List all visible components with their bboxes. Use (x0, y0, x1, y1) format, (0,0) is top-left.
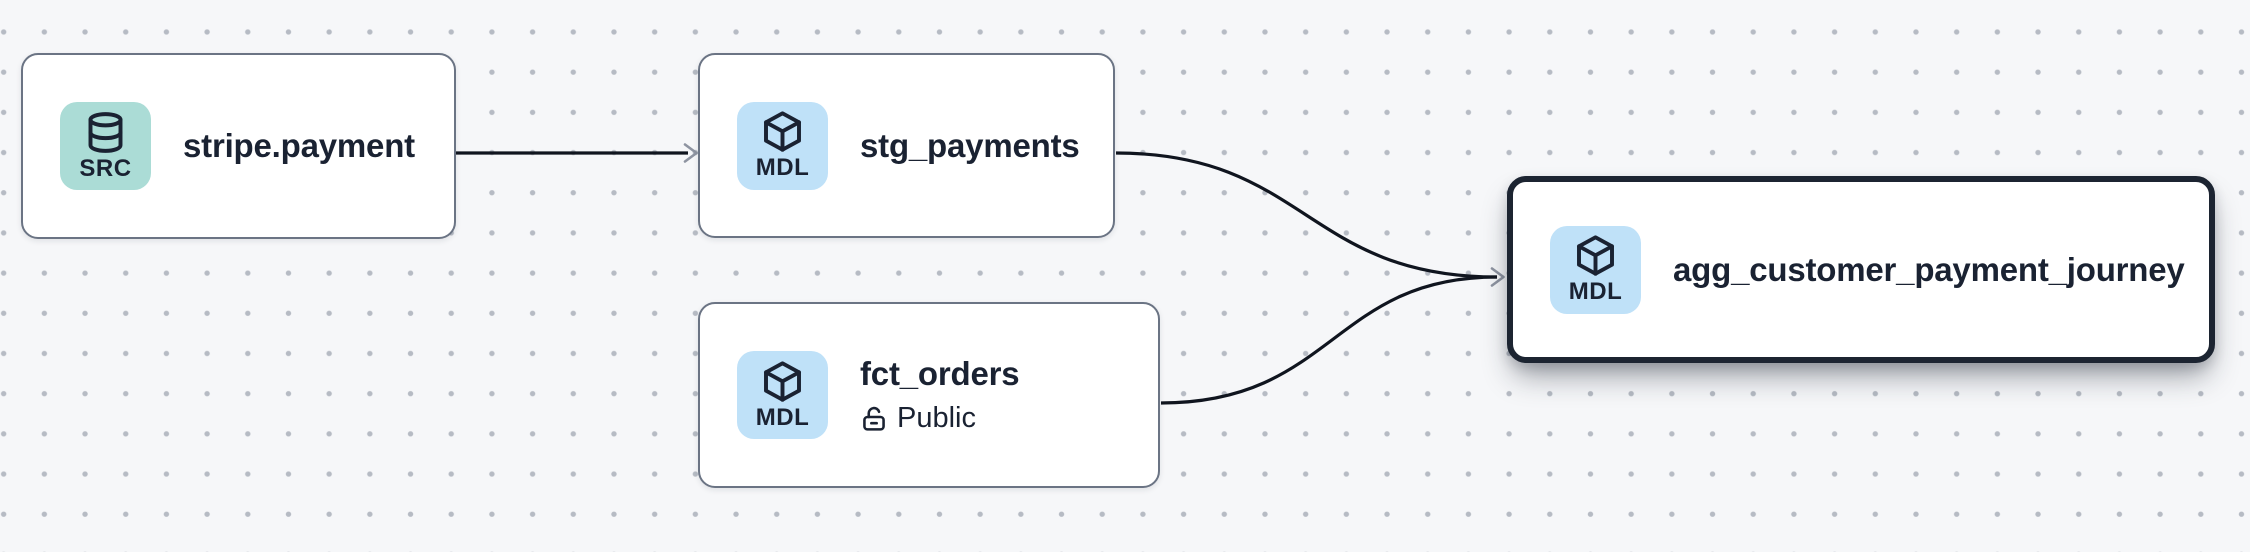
model-type-badge: MDL (737, 101, 828, 190)
edge-fct-orders-to-agg[interactable] (1160, 275, 1498, 405)
node-stripe-payment[interactable]: SRC stripe.payment (21, 53, 456, 239)
node-title: stripe.payment (183, 127, 415, 164)
arrowhead-icon (683, 143, 698, 163)
cube-icon (764, 361, 801, 402)
node-stg-payments[interactable]: MDL stg_payments (698, 53, 1115, 238)
edge-stg-payments-to-agg[interactable] (1115, 151, 1498, 279)
source-type-badge: SRC (60, 102, 151, 190)
cube-icon (1577, 235, 1614, 276)
model-type-badge: MDL (1550, 225, 1641, 314)
model-type-badge: MDL (737, 351, 828, 439)
database-icon (88, 111, 123, 153)
node-title: stg_payments (860, 126, 1080, 164)
arrowhead-icon (1490, 267, 1505, 287)
access-label: Public (897, 402, 976, 434)
badge-label: MDL (1568, 278, 1623, 306)
access-subtitle: Public (860, 402, 1019, 435)
badge-label: MDL (755, 154, 810, 182)
badge-label: SRC (79, 154, 132, 182)
node-title: agg_customer_payment_journey (1673, 250, 2185, 288)
badge-label: MDL (755, 403, 810, 431)
node-title: fct_orders (860, 355, 1020, 392)
node-fct-orders[interactable]: MDL fct_orders Public (698, 302, 1160, 488)
cube-icon (764, 111, 801, 152)
node-agg-customer-payment-journey[interactable]: MDL agg_customer_payment_journey (1507, 176, 2215, 363)
lock-open-icon (863, 406, 885, 431)
